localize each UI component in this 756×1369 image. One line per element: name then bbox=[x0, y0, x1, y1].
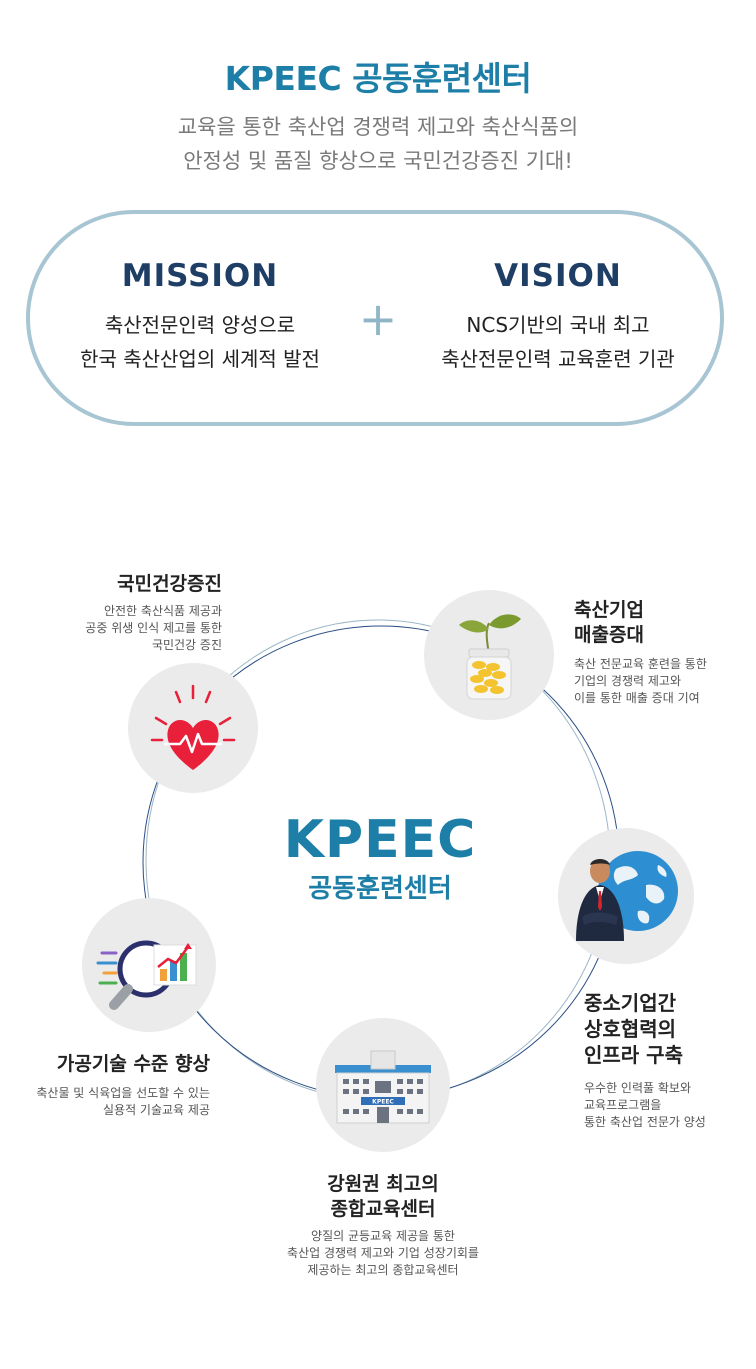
sprout-jar-icon bbox=[424, 590, 554, 720]
heart-pulse-icon bbox=[128, 663, 258, 793]
feature-center-title: 강원권 최고의 종합교육센터 bbox=[240, 1172, 526, 1222]
feature-network-title-3: 인프라 구축 bbox=[584, 1043, 683, 1067]
feature-center-desc: 양질의 균등교육 제공을 통한 축산업 경쟁력 제고와 기업 성장기회를 제공하… bbox=[240, 1228, 526, 1279]
feature-processing-text: 가공기술 수준 향상 축산물 및 식육업을 선도할 수 있는 실용적 기술교육 … bbox=[20, 1052, 210, 1119]
feature-center-desc-3: 제공하는 최고의 종합교육센터 bbox=[307, 1263, 459, 1277]
feature-sales-title-2: 매출증대 bbox=[574, 624, 644, 646]
subtitle-line-2: 안정성 및 품질 향상으로 국민건강증진 기대! bbox=[183, 149, 573, 173]
feature-processing-desc-1: 축산물 및 식육업을 선도할 수 있는 bbox=[36, 1086, 210, 1100]
page-subtitle: 교육을 통한 축산업 경쟁력 제고와 축산식품의 안정성 및 품질 향상으로 국… bbox=[0, 110, 756, 178]
subtitle-line-1: 교육을 통한 축산업 경쟁력 제고와 축산식품의 bbox=[177, 115, 579, 139]
building-sign: KPEEC bbox=[372, 1099, 394, 1106]
feature-center-title-1: 강원권 최고의 bbox=[327, 1173, 439, 1195]
vision-line-2: 축산전문인력 교육훈련 기관 bbox=[441, 347, 675, 371]
feature-network-desc-1: 우수한 인력풀 확보와 bbox=[584, 1081, 691, 1095]
feature-network-title-2: 상호협력의 bbox=[584, 1017, 676, 1041]
feature-network-desc-3: 통한 축산업 전문가 양성 bbox=[584, 1115, 706, 1129]
feature-sales-title: 축산기업 매출증대 bbox=[574, 598, 744, 648]
vision-text: NCS기반의 국내 최고 축산전문인력 교육훈련 기관 bbox=[418, 308, 698, 376]
feature-network-desc-2: 교육프로그램을 bbox=[584, 1098, 662, 1112]
feature-sales-desc: 축산 전문교육 훈련을 통한 기업의 경쟁력 제고와 이를 통한 매출 증대 기… bbox=[574, 656, 744, 707]
magnifier-chart-icon bbox=[82, 898, 216, 1032]
feature-health-desc-1: 안전한 축산식품 제공과 bbox=[103, 604, 222, 618]
feature-health-desc-3: 국민건강 증진 bbox=[151, 638, 222, 652]
feature-sales-title-1: 축산기업 bbox=[574, 599, 644, 621]
mission-text: 축산전문인력 양성으로 한국 축산산업의 세계적 발전 bbox=[70, 308, 330, 376]
feature-network-title-1: 중소기업간 bbox=[584, 991, 676, 1015]
vision-line-1: NCS기반의 국내 최고 bbox=[466, 313, 650, 337]
mission-line-1: 축산전문인력 양성으로 bbox=[104, 313, 296, 337]
mission-block: MISSION 축산전문인력 양성으로 한국 축산산업의 세계적 발전 bbox=[70, 258, 330, 376]
feature-sales-desc-3: 이를 통한 매출 증대 기여 bbox=[574, 691, 700, 705]
feature-processing-title: 가공기술 수준 향상 bbox=[56, 1053, 210, 1075]
feature-processing-desc-2: 실용적 기술교육 제공 bbox=[103, 1103, 210, 1117]
feature-health-text: 국민건강증진 안전한 축산식품 제공과 공중 위생 인식 제고를 통한 국민건강… bbox=[40, 572, 222, 654]
feature-center-desc-1: 양질의 균등교육 제공을 통한 bbox=[311, 1229, 455, 1243]
feature-network-text: 중소기업간 상호협력의 인프라 구축 우수한 인력풀 확보와 교육프로그램을 통… bbox=[584, 990, 754, 1131]
page-title: KPEEC 공동훈련센터 bbox=[224, 59, 532, 98]
feature-sales-desc-2: 기업의 경쟁력 제고와 bbox=[574, 674, 681, 688]
plus-icon: + bbox=[358, 292, 398, 346]
mission-line-2: 한국 축산산업의 세계적 발전 bbox=[80, 347, 320, 371]
feature-center-desc-2: 축산업 경쟁력 제고와 기업 성장기회를 bbox=[287, 1246, 479, 1260]
feature-center-text: 강원권 최고의 종합교육센터 양질의 균등교육 제공을 통한 축산업 경쟁력 제… bbox=[240, 1172, 526, 1279]
center-subtitle: 공동훈련센터 bbox=[308, 874, 452, 904]
feature-sales-text: 축산기업 매출증대 축산 전문교육 훈련을 통한 기업의 경쟁력 제고와 이를 … bbox=[574, 598, 744, 707]
feature-health-title: 국민건강증진 bbox=[117, 573, 222, 595]
mission-heading: MISSION bbox=[121, 258, 279, 294]
vision-block: VISION NCS기반의 국내 최고 축산전문인력 교육훈련 기관 bbox=[418, 258, 698, 376]
globe-businessman-icon bbox=[558, 828, 694, 964]
mission-vision-panel bbox=[26, 210, 724, 426]
building-icon: KPEEC bbox=[316, 1018, 450, 1152]
vision-heading: VISION bbox=[494, 258, 622, 294]
feature-center-title-2: 종합교육센터 bbox=[330, 1198, 436, 1220]
feature-network-desc: 우수한 인력풀 확보와 교육프로그램을 통한 축산업 전문가 양성 bbox=[584, 1080, 754, 1131]
feature-network-title: 중소기업간 상호협력의 인프라 구축 bbox=[584, 990, 754, 1068]
center-logo: KPEEC bbox=[283, 810, 477, 870]
feature-sales-desc-1: 축산 전문교육 훈련을 통한 bbox=[574, 657, 707, 671]
feature-health-desc: 안전한 축산식품 제공과 공중 위생 인식 제고를 통한 국민건강 증진 bbox=[40, 603, 222, 654]
feature-processing-desc: 축산물 및 식육업을 선도할 수 있는 실용적 기술교육 제공 bbox=[20, 1085, 210, 1119]
feature-health-desc-2: 공중 위생 인식 제고를 통한 bbox=[85, 621, 222, 635]
